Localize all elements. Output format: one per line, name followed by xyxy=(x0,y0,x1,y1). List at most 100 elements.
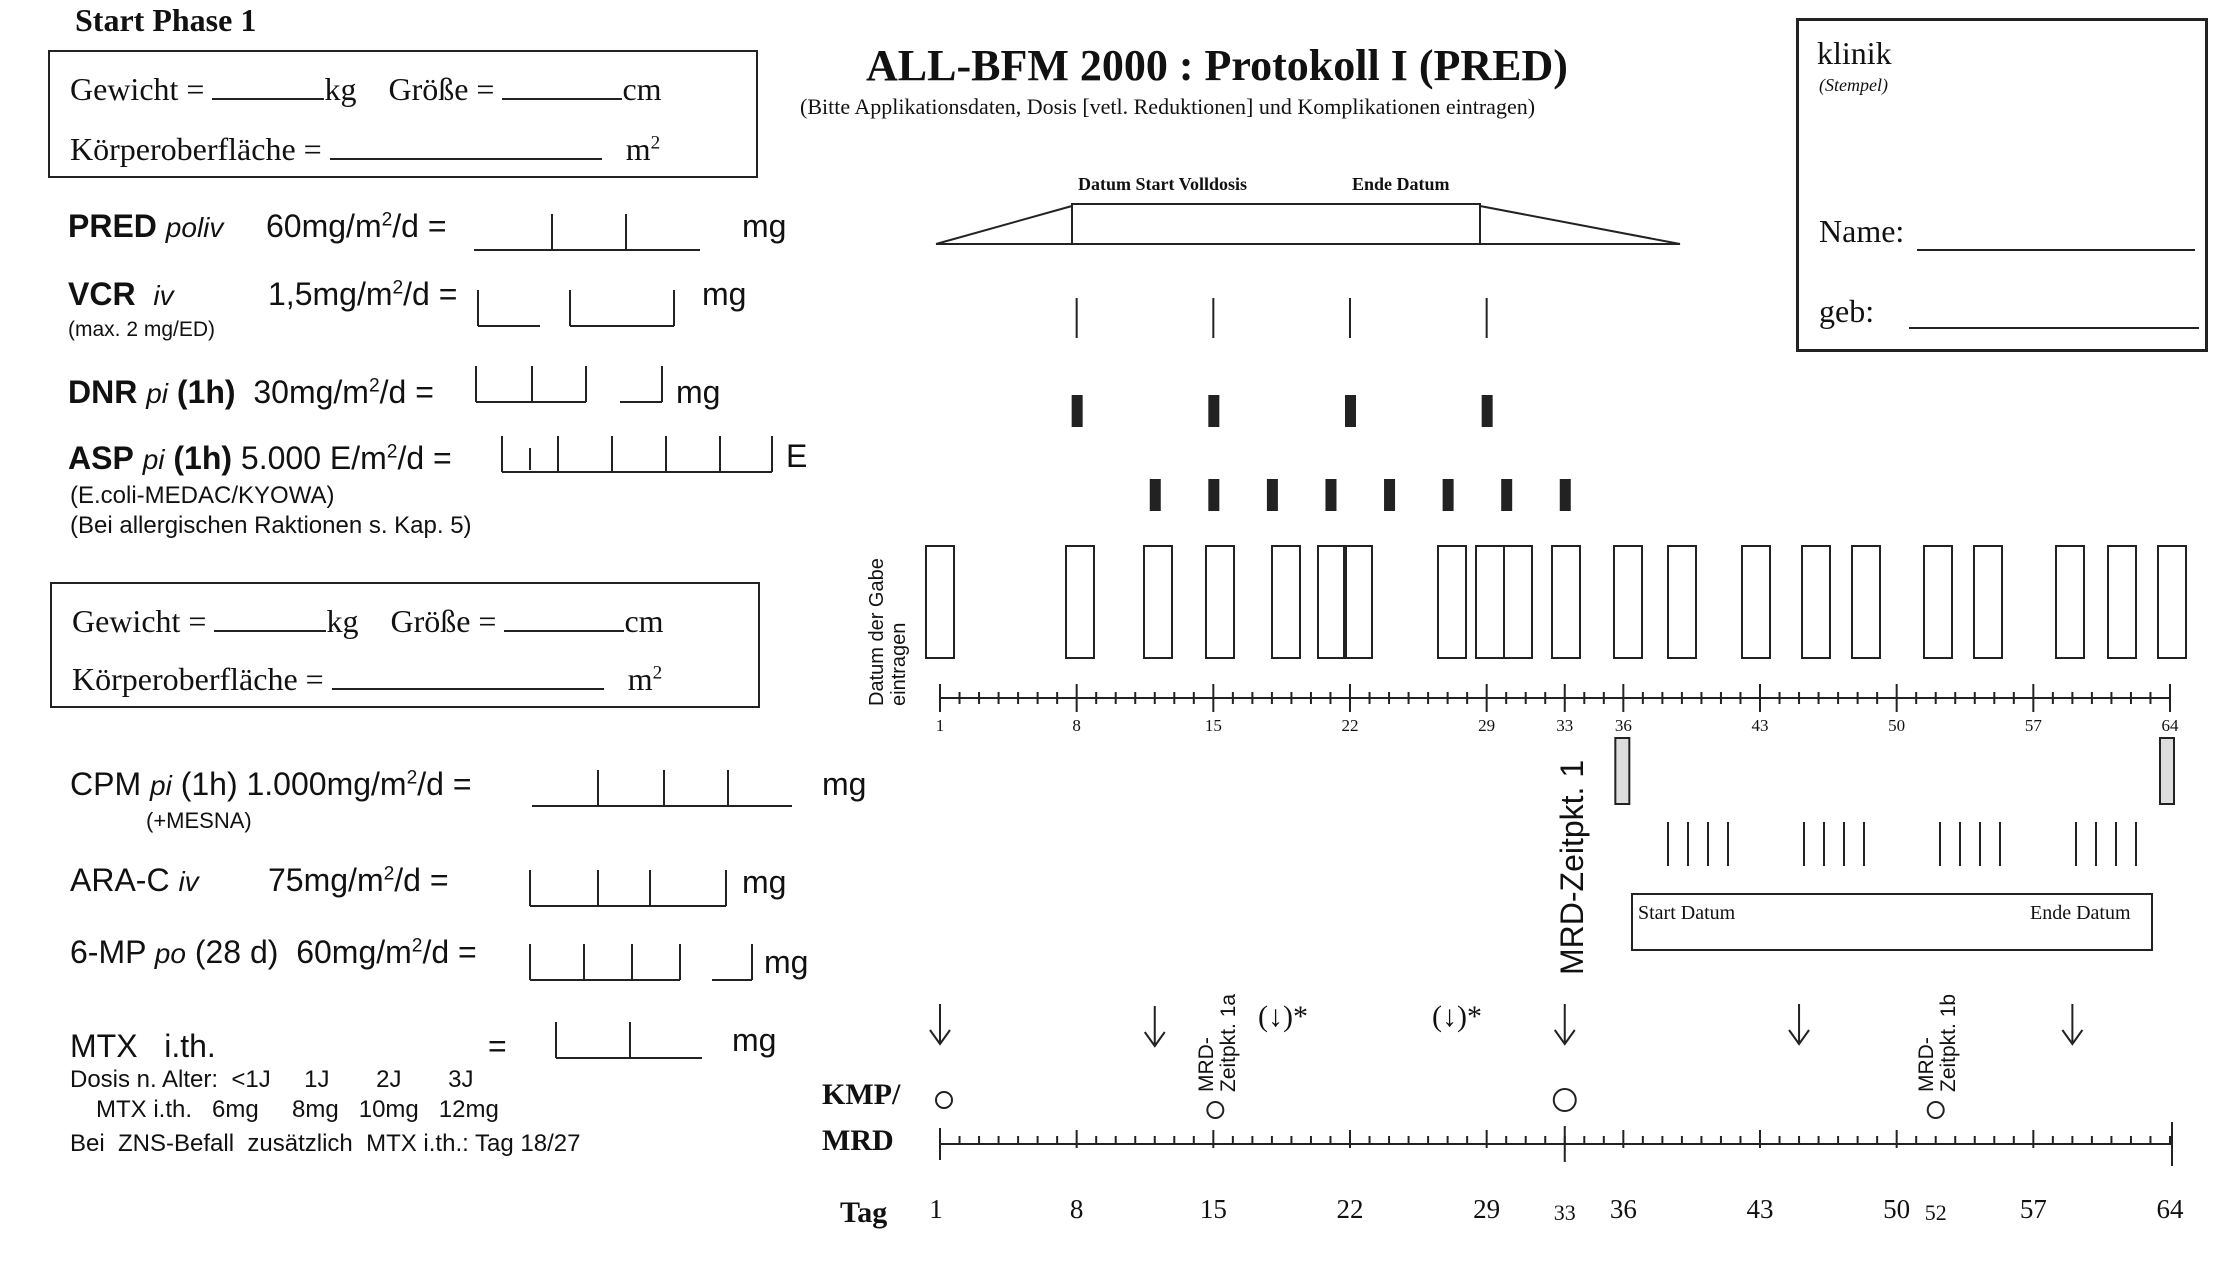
mtx-arrow-1-head xyxy=(929,1029,951,1046)
mp-route: po xyxy=(154,938,186,969)
cpm-marker-64 xyxy=(2159,737,2175,805)
tag-tick-label-50: 50 xyxy=(1883,1194,1911,1224)
arac-dose: 75mg/m xyxy=(268,862,384,898)
axis-tick-label-33: 33 xyxy=(1556,716,1574,735)
weight-field[interactable] xyxy=(212,66,325,100)
height-label: Größe = xyxy=(388,71,495,107)
optional-mark-2: (↓)* xyxy=(1432,1000,1482,1033)
asp-dose: 5.000 E/m xyxy=(240,440,387,476)
date-box-11 xyxy=(1613,545,1643,659)
mtx-arrow-59-head xyxy=(2061,1029,2084,1046)
vcr-name: VCR xyxy=(68,276,136,312)
axis-tick-label-57: 57 xyxy=(2024,716,2042,735)
pred-ramp-down xyxy=(1479,205,1681,245)
weight-unit-2: kg xyxy=(326,603,359,639)
tag-tick-label-8: 8 xyxy=(1069,1194,1084,1224)
stamp-name-field[interactable] xyxy=(1917,249,2195,251)
arac-unit: mg xyxy=(742,864,787,900)
bsa-field[interactable] xyxy=(329,126,602,160)
date-box-18 xyxy=(2055,545,2085,659)
arac-route: iv xyxy=(178,866,199,897)
weight-field-2[interactable] xyxy=(214,598,327,632)
mtx-name: MTX xyxy=(70,1028,138,1064)
kmp-circle-15 xyxy=(1206,1101,1225,1119)
vcr-note: (max. 2 mg/ED) xyxy=(68,318,216,341)
mtx-cns-line: Bei ZNS-Befall zusätzlich MTX i.th.: Tag… xyxy=(70,1130,581,1157)
cpm-dose: (1h) 1.000mg/m xyxy=(180,766,407,802)
mp-dose: 60mg/m xyxy=(296,934,412,970)
date-box-9 xyxy=(1503,545,1533,659)
height-field-2[interactable] xyxy=(504,598,625,632)
stamp-dob-field[interactable] xyxy=(1909,327,2199,329)
asp-dose-sup: 2 xyxy=(386,441,398,463)
date-box-0 xyxy=(925,545,955,659)
dnr-dose-tail: /d = xyxy=(379,374,434,410)
height-field[interactable] xyxy=(502,66,623,100)
cpm-marker-36 xyxy=(1614,737,1631,805)
mrd1a-label: MRD-Zeitpkt. 1a xyxy=(1195,993,1240,1092)
stamp-hint: (Stempel) xyxy=(1819,75,1888,95)
height-unit: cm xyxy=(622,71,662,107)
cpm-name: CPM xyxy=(70,766,142,802)
bsa-field-2[interactable] xyxy=(331,656,604,690)
vcr-dose-sup: 2 xyxy=(392,277,404,299)
weight-unit: kg xyxy=(324,71,357,107)
mtx-unit: mg xyxy=(732,1022,777,1058)
kmp-label: KMP/ xyxy=(822,1078,901,1111)
bsa-label-2: Körperoberfläche = xyxy=(72,661,324,697)
axis-tick-label-1: 1 xyxy=(935,716,945,735)
cpm-dose-sup: 2 xyxy=(406,767,418,789)
cpm-unit: mg xyxy=(822,766,867,802)
bsa-sup: 2 xyxy=(650,132,661,154)
body-metrics-box-2: Gewicht = kg Größe = cm Körperoberfläche… xyxy=(50,582,760,708)
asp-mark-7 xyxy=(1559,479,1571,511)
cpm-dose-tail: /d = xyxy=(417,766,472,802)
tag-tick-label-57: 57 xyxy=(2019,1194,2047,1224)
vcr-dose-tail: /d = xyxy=(403,276,458,312)
phase-title: Start Phase 1 xyxy=(75,2,257,38)
mtx-arrow-45-head xyxy=(1788,1029,1810,1046)
dnr-name: DNR xyxy=(68,374,138,410)
axis-tick-label-15: 15 xyxy=(1204,716,1222,735)
bsa-sup-2: 2 xyxy=(652,662,663,684)
mp-route-tail: (28 d) xyxy=(194,934,279,970)
tag-label: Tag xyxy=(840,1196,888,1229)
start-datum-label: Start Datum xyxy=(1638,902,1736,924)
weight-label-2: Gewicht = xyxy=(72,603,207,639)
axis-tick-label-50: 50 xyxy=(1888,716,1906,735)
height-label-2: Größe = xyxy=(390,603,497,639)
pred-end-header: Ende Datum xyxy=(1352,174,1450,194)
form-subtitle: (Bitte Applikationsdaten, Dosis [vetl. R… xyxy=(800,94,1536,119)
tag-tick-label-52: 52 xyxy=(1924,1200,1947,1225)
pred-start-header: Datum Start Volldosis xyxy=(1078,174,1248,194)
pred-dose-tail: /d = xyxy=(392,208,447,244)
asp-mark-0 xyxy=(1149,479,1161,511)
bsa-unit-2: m xyxy=(627,661,653,697)
dnr-mark-1 xyxy=(1208,395,1220,427)
mtx-dose-line: MTX i.th. 6mg 8mg 10mg 12mg xyxy=(96,1096,499,1123)
tag-tick-label-64: 64 xyxy=(2156,1194,2184,1224)
asp-route-tail: (1h) xyxy=(173,440,233,476)
vcr-dose: 1,5mg/m xyxy=(268,276,393,312)
optional-mark-1: (↓)* xyxy=(1258,1000,1308,1033)
date-box-16 xyxy=(1923,545,1953,659)
stamp-box: klinik (Stempel) Name: geb: xyxy=(1796,18,2208,352)
ende-datum-label: Ende Datum xyxy=(2030,902,2131,924)
tag-tick-label-1: 1 xyxy=(929,1194,943,1224)
dnr-mark-3 xyxy=(1481,395,1493,427)
tag-tick-label-15: 15 xyxy=(1199,1194,1227,1224)
date-box-17 xyxy=(1973,545,2003,659)
date-box-2 xyxy=(1143,545,1173,659)
date-box-8 xyxy=(1475,545,1505,659)
date-box-14 xyxy=(1801,545,1831,659)
dnr-route: pi xyxy=(146,378,169,409)
form-title: ALL-BFM 2000 : Protokoll I (PRED) xyxy=(866,41,1568,90)
asp-unit: E xyxy=(786,438,808,474)
mp-dose-tail: /d = xyxy=(422,934,477,970)
asp-note-2: (Bei allergischen Raktionen s. Kap. 5) xyxy=(70,512,472,539)
asp-mark-6 xyxy=(1501,479,1513,511)
mp-date-bar xyxy=(1631,893,2153,951)
asp-mark-2 xyxy=(1266,479,1278,511)
cpm-note: (+MESNA) xyxy=(146,808,252,833)
